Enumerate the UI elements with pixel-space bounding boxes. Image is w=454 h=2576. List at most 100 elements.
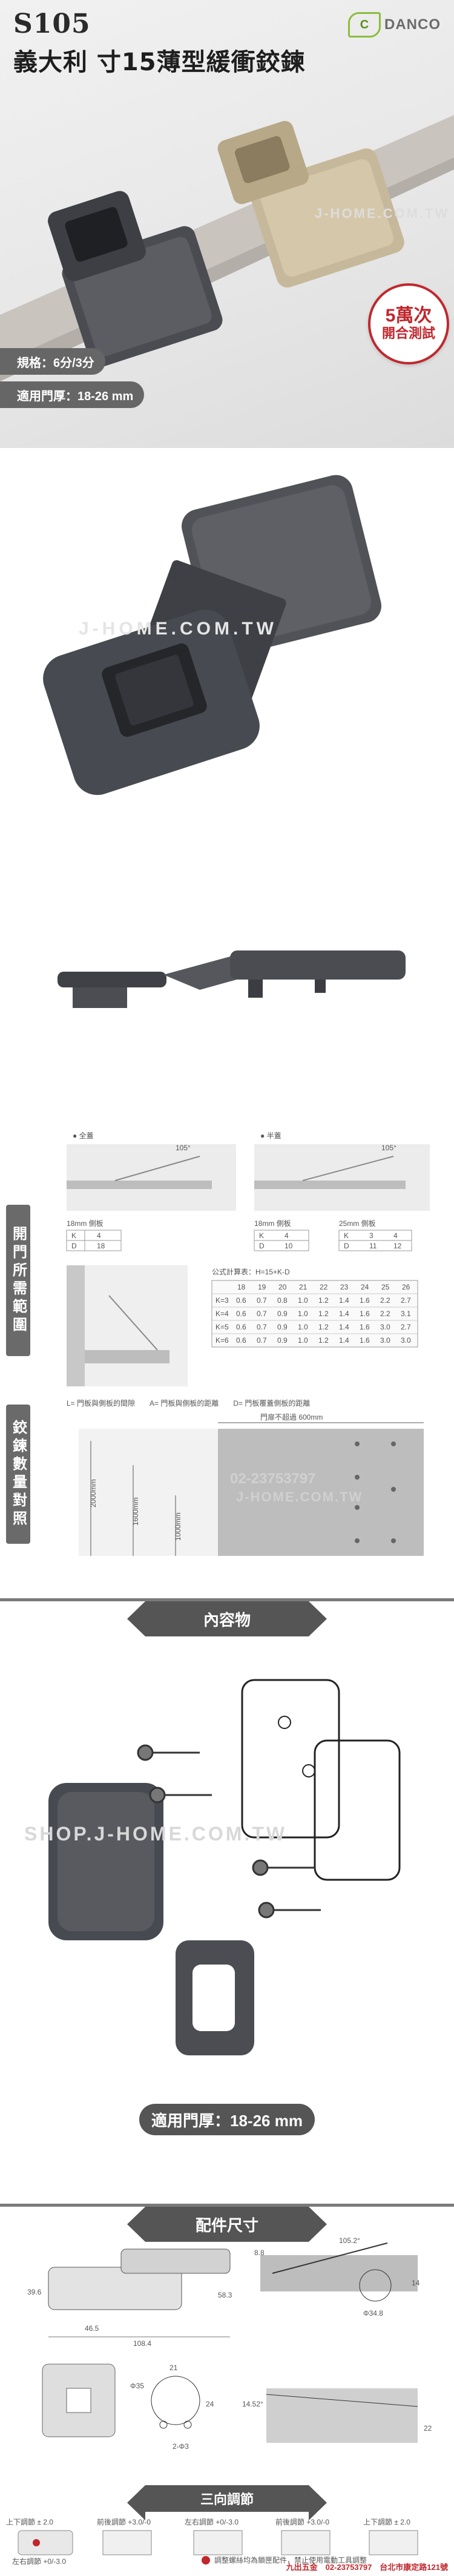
formula-header-cell: 21	[299, 1283, 308, 1291]
t1-d: D	[71, 1242, 77, 1250]
divider-band-2	[0, 2204, 454, 2207]
t2-dv: 10	[285, 1242, 293, 1250]
formula-cell: K=5	[215, 1323, 229, 1331]
height-2000: 2000mm	[89, 1479, 97, 1507]
spec-pill: 規格：6分/3分	[0, 348, 105, 375]
dim-14: 14	[412, 2279, 420, 2287]
model-number: S105	[13, 8, 91, 39]
store-footer: 九出五金 02-23753797 台北市康定路121號	[286, 2563, 448, 2572]
t1-k: K	[71, 1231, 76, 1240]
formula-header-cell: 26	[402, 1283, 410, 1291]
formula-cell: 2.2	[380, 1296, 390, 1305]
formula-cell: 1.2	[318, 1336, 329, 1345]
dims-phone-watermark: 02-23753797	[230, 1471, 315, 1487]
dim-14-52: 14.52°	[242, 2400, 263, 2408]
formula-cell: 1.6	[360, 1309, 370, 1318]
formula-cell: 0.7	[257, 1323, 267, 1331]
photo2-watermark: J-HOME.COM.TW	[79, 619, 277, 639]
formula-text: 公式計算表：H=15+K-D	[212, 1267, 290, 1276]
adjust-diagram: 上下調節 ± 2.0 前後調節 +3.0/-0 左右調節 +0/-3.0 前後調…	[6, 2517, 418, 2566]
adj-3: 左右調節 +0/-3.0	[185, 2517, 239, 2526]
angle-label-2: 105°	[381, 1144, 396, 1152]
contents-exploded-image: SHOP.J-HOME.COM.TW	[24, 1679, 401, 2055]
formula-cell: 1.2	[318, 1323, 329, 1331]
seal-line-1: 5萬次	[385, 306, 432, 326]
adj-left-right: 左右調節 +0/-3.0	[12, 2557, 66, 2566]
t2-kv: 4	[285, 1231, 289, 1240]
t2-d: D	[259, 1242, 265, 1250]
brand-name: DANCO	[384, 16, 441, 33]
hero-section: S105 義大利 寸15薄型緩衝鉸鍊 C DANCO	[0, 0, 454, 448]
dims-watermark: J-HOME.COM.TW	[236, 1489, 363, 1504]
formula-cell: 2.7	[401, 1296, 411, 1305]
dim-24: 24	[206, 2400, 214, 2408]
installation-diagrams: 開門所需範圍 鉸鍊數量對照 ● 全蓋 105° 18mm 側板 K 4 D 18…	[0, 1114, 454, 1568]
formula-cell: 0.6	[236, 1336, 246, 1345]
half-cover-label: ● 半蓋	[260, 1132, 281, 1140]
formula-cell: 1.4	[339, 1336, 349, 1345]
formula-cell: K=4	[215, 1309, 229, 1318]
product-photo-angle: J-HOME.COM.TW	[0, 448, 454, 884]
contents-thickness-pill: 適用門厚：18-26 mm	[139, 2104, 315, 2135]
formula-header-cell: 24	[361, 1283, 369, 1291]
formula-cell: 1.2	[318, 1296, 329, 1305]
adjust-tag: 三向調節	[127, 2485, 327, 2520]
contents-watermark: SHOP.J-HOME.COM.TW	[24, 1823, 287, 1845]
hero-watermark: J-HOME.COM.TW	[315, 206, 449, 221]
formula-header-cell: 23	[340, 1283, 349, 1291]
formula-cell: 0.9	[277, 1336, 288, 1345]
formula-cell: 1.6	[360, 1336, 370, 1345]
formula-cell: 0.7	[257, 1296, 267, 1305]
adj-4: 前後調節 +3.0/-0	[275, 2517, 329, 2526]
parts-dimension-drawing: 39.6 46.5 108.4 58.3 8.8 105.2° 14 Φ34.8…	[27, 2236, 432, 2451]
formula-cell: 1.2	[318, 1309, 329, 1318]
dim-105-2: 105.2°	[339, 2236, 360, 2245]
t1-kv: 4	[97, 1231, 101, 1240]
adj-1: 上下調節 ± 2.0	[6, 2517, 53, 2526]
formula-cell: 0.9	[277, 1309, 288, 1318]
parts-tag: 配件尺寸	[127, 2207, 327, 2242]
formula-cell: 3.1	[401, 1309, 411, 1318]
product-title: 義大利 寸15薄型緩衝鉸鍊	[13, 48, 306, 76]
adjust-section: 三向調節 上下調節 ± 2.0 前後調節 +3.0/-0 左右調節 +0/-3.…	[0, 2485, 454, 2576]
hinge-count-label: 鉸鍊數量對照	[6, 1405, 30, 1544]
formula-cell: 3.0	[401, 1336, 411, 1345]
formula-cell: 1.6	[360, 1296, 370, 1305]
t3-d1: 11	[369, 1242, 377, 1250]
t3-k2: 4	[393, 1231, 398, 1240]
formula-cell: 1.0	[298, 1336, 308, 1345]
door-width-label: 門扉不超過 600mm	[260, 1412, 323, 1421]
formula-cell: 1.0	[298, 1296, 308, 1305]
brand-mark-icon: C	[348, 12, 381, 38]
contents-section: 內容物 SHOP.J-HOME.COM.TW 適用門厚：18-26 mm	[0, 1601, 454, 2207]
adj-2: 前後調節 +3.0/-0	[97, 2517, 151, 2526]
formula-header-cell: 20	[278, 1283, 287, 1291]
divider-band	[0, 1598, 454, 1602]
formula-header-cell: 18	[237, 1283, 246, 1291]
formula-cell: 1.0	[298, 1323, 308, 1331]
formula-cell: 0.6	[236, 1309, 246, 1318]
formula-cell: 0.9	[277, 1323, 288, 1331]
formula-cell: 1.4	[339, 1296, 349, 1305]
formula-cell: 3.0	[380, 1323, 390, 1331]
dim-39-6: 39.6	[27, 2288, 42, 2296]
product-photo-side	[0, 884, 454, 1090]
formula-header-cell: 22	[320, 1283, 328, 1291]
seal-line-2: 開合測試	[381, 326, 435, 341]
thickness-pill: 適用門厚：18-26 mm	[0, 381, 145, 408]
formula-cell: 1.4	[339, 1323, 349, 1331]
dim-21: 21	[169, 2364, 178, 2372]
dim-phi-35: Φ35	[130, 2382, 144, 2390]
formula-cell: 0.6	[236, 1296, 246, 1305]
dim-108-4: 108.4	[133, 2339, 151, 2348]
height-1000: 1000mm	[174, 1512, 182, 1541]
height-1600: 1600mm	[131, 1497, 140, 1526]
brand-logo: C DANCO	[348, 12, 441, 38]
formula-cell: 1.0	[298, 1309, 308, 1318]
hinge-angle-image	[43, 475, 381, 796]
dim-phi-34-8: Φ34.8	[363, 2309, 383, 2317]
formula-cell: 0.7	[257, 1309, 267, 1318]
dim-58-3: 58.3	[218, 2291, 232, 2299]
opening-range-label: 開門所需範圍	[6, 1205, 30, 1356]
